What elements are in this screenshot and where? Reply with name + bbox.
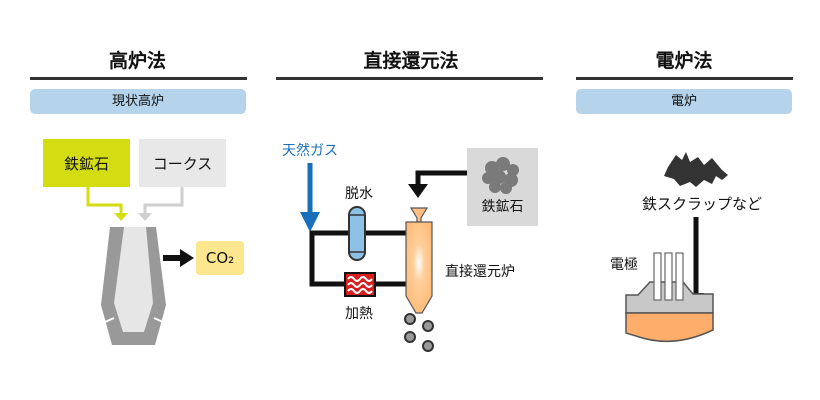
heating-label: 加熱 (345, 306, 373, 322)
iron-ore-box: 鉄鉱石 (43, 139, 130, 187)
coke-box: コークス (139, 139, 226, 187)
electric-furnace-divider (576, 77, 793, 80)
electric-furnace-title: 電炉法 (655, 50, 713, 72)
furnace-label: 直接還元炉 (445, 264, 515, 280)
natural-gas-label: 天然ガス (282, 143, 338, 159)
scrap-label: 鉄スクラップなど (642, 195, 763, 213)
electric-furnace-subtitle: 電炉 (576, 89, 792, 114)
dehydrator (348, 206, 366, 261)
ore-feed-arrow (86, 187, 128, 221)
blast-furnace-divider (30, 77, 247, 80)
co2-label: CO₂ (205, 249, 235, 267)
direct-reduction-title: 直接還元法 (363, 50, 459, 72)
co2-box: CO₂ (196, 241, 244, 275)
blast-furnace-title: 高炉法 (108, 50, 166, 72)
natural-gas-arrow (300, 163, 320, 232)
co2-arrow (163, 249, 194, 267)
blast-furnace-subtitle: 現状高炉 (30, 89, 246, 114)
dehydration-label: 脱水 (345, 186, 373, 202)
direct-reduction-divider (276, 77, 543, 80)
coke-feed-arrow (138, 187, 184, 221)
reduced-iron-pellets (404, 313, 434, 352)
direct-reduction-furnace (405, 207, 433, 314)
electrodes (653, 252, 684, 301)
ore-box: 鉄鉱石 (467, 148, 538, 226)
ore-to-furnace-arrow (408, 170, 467, 198)
ore-box-label: 鉄鉱石 (481, 199, 524, 215)
blast-furnace (101, 227, 166, 345)
coke-label: コークス (152, 154, 213, 173)
heater (344, 272, 376, 297)
electrode-label: 電極 (610, 257, 638, 273)
scrap-pile-icon (664, 152, 728, 187)
iron-ore-label: 鉄鉱石 (63, 154, 109, 173)
